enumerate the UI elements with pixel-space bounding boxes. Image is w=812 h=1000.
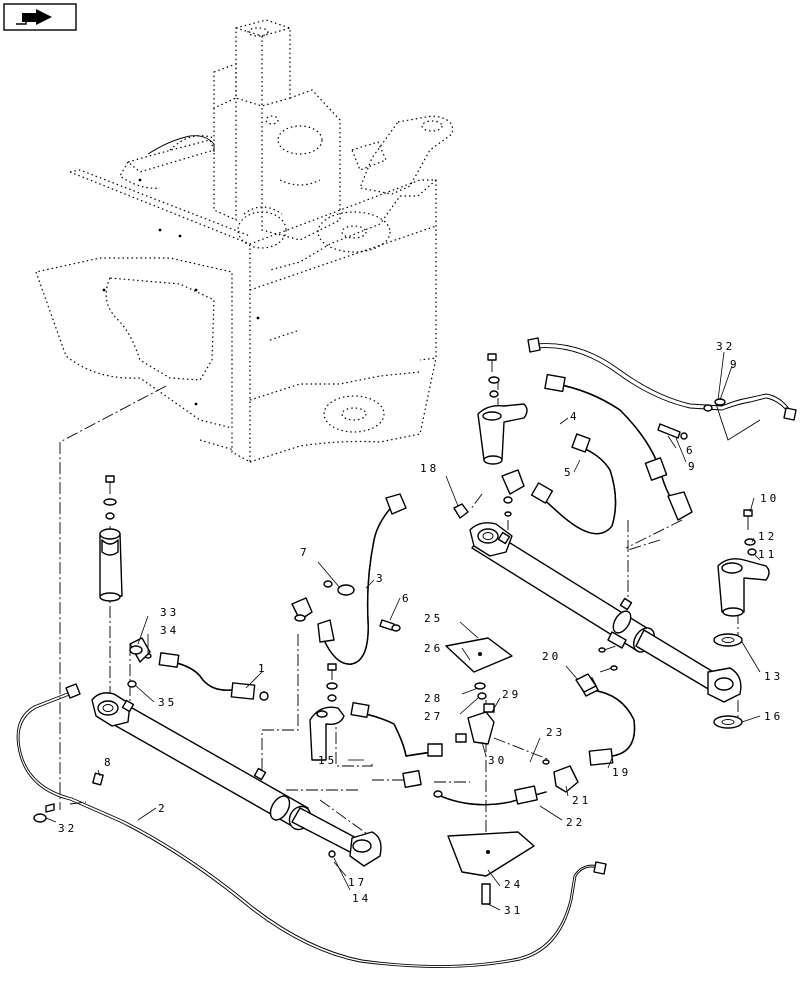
callout-16: 16: [764, 710, 783, 723]
page-arrow-icon[interactable]: [3, 3, 77, 31]
callout-10: 10: [760, 492, 779, 505]
hoses: [16, 337, 797, 968]
callout-27: 27: [424, 710, 443, 723]
callout-3: 3: [376, 572, 386, 585]
callout-5: 5: [564, 466, 574, 479]
callout-9-upper: 9: [730, 358, 740, 371]
callout-19: 19: [612, 766, 631, 779]
right-hydraulic-cylinder: [469, 522, 742, 703]
callout-17: 17: [348, 876, 367, 889]
callout-25: 25: [424, 612, 443, 625]
callout-15: 15: [318, 754, 337, 767]
callout-26: 26: [424, 642, 443, 655]
callout-22: 22: [566, 816, 585, 829]
callout-21: 21: [572, 794, 591, 807]
callout-30: 30: [488, 754, 507, 767]
callout-24: 24: [504, 878, 523, 891]
callout-2: 2: [158, 802, 168, 815]
callout-labels: 1 2 3 4 5 6 6 7 8 9 9 10 11 12 13 14 15 …: [58, 340, 783, 917]
callout-8: 8: [104, 756, 114, 769]
callout-4: 4: [570, 410, 580, 423]
loader-frame: [35, 19, 454, 464]
callout-6-lower: 6: [402, 592, 412, 605]
callout-14: 14: [352, 892, 371, 905]
callout-6-upper: 6: [686, 444, 696, 457]
callout-32-upper: 32: [716, 340, 735, 353]
callout-32-lower: 32: [58, 822, 77, 835]
callout-9-lower: 9: [688, 460, 698, 473]
callout-1: 1: [258, 662, 268, 675]
callout-13: 13: [764, 670, 783, 683]
callout-31: 31: [504, 904, 523, 917]
callout-12: 12: [758, 530, 777, 543]
callout-23: 23: [546, 726, 565, 739]
callout-29: 29: [502, 688, 521, 701]
callout-34: 34: [160, 624, 179, 637]
assembly-lines: [59, 378, 739, 856]
callout-leaders: [45, 351, 761, 911]
fasteners: [33, 353, 770, 905]
callout-35: 35: [158, 696, 177, 709]
callout-20: 20: [542, 650, 561, 663]
callout-7: 7: [300, 546, 310, 559]
callout-28: 28: [424, 692, 443, 705]
left-hydraulic-cylinder: [91, 692, 382, 867]
callout-33: 33: [160, 606, 179, 619]
callout-11: 11: [758, 548, 777, 561]
callout-18: 18: [420, 462, 439, 475]
